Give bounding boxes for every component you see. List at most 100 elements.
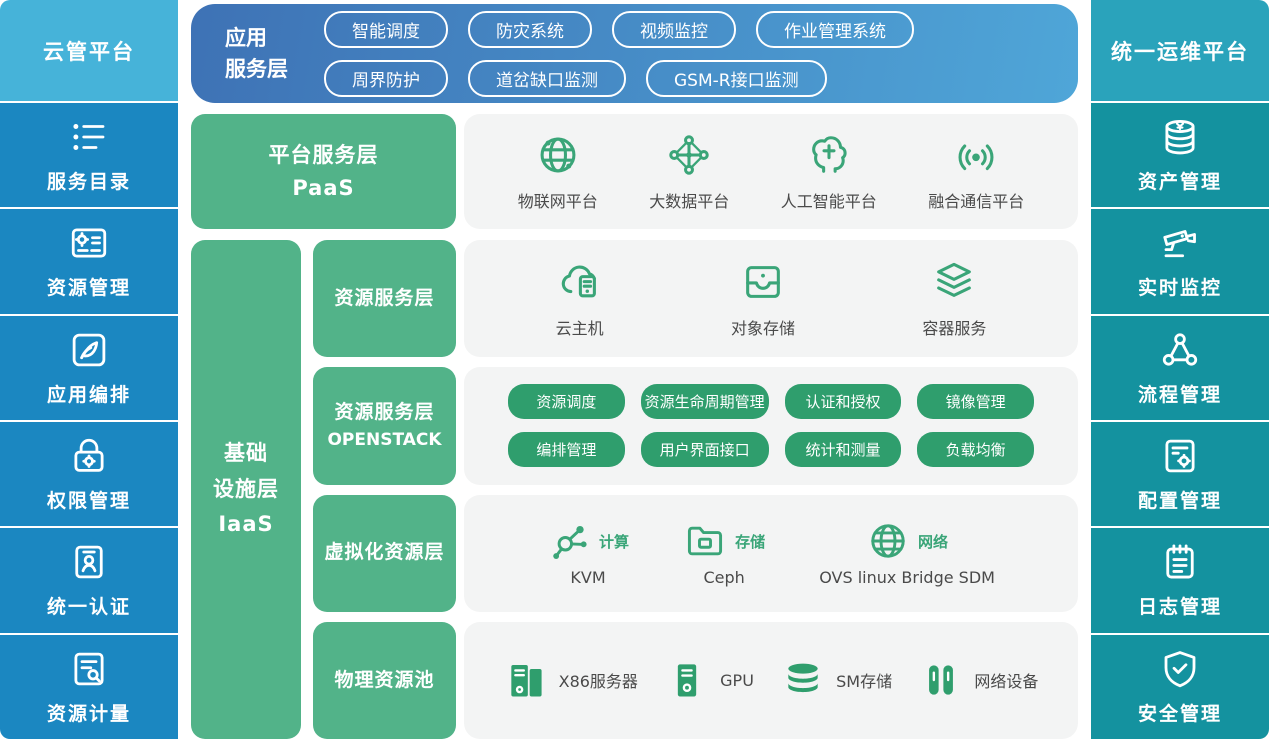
application-service-layer: 应用 服务层 智能调度 防灾系统 视频监控 作业管理系统 周界防护 道岔缺口监测… — [191, 4, 1078, 103]
paas-item-ai: 人工智能平台 — [781, 132, 877, 212]
middle-stack: 应用 服务层 智能调度 防灾系统 视频监控 作业管理系统 周界防护 道岔缺口监测… — [191, 0, 1078, 739]
resource-service-label: 资源服务层 — [313, 240, 456, 358]
sidebar-item-label: 资源管理 — [46, 277, 131, 300]
ai-brain-icon — [811, 135, 847, 173]
resource-service-panel: 云主机 对象存储 容器服务 — [464, 240, 1078, 358]
virt-item-tag: 存储 — [735, 532, 766, 551]
sidebar-item-permission-management: 权限管理 — [0, 421, 178, 527]
paas-item-label: 人工智能平台 — [780, 191, 877, 211]
sidebar-item-label: 安全管理 — [1137, 702, 1222, 725]
physical-item-label: X86服务器 — [558, 672, 638, 692]
app-pill-disaster-system: 防灾系统 — [468, 10, 592, 48]
physical-pool-row: 物理资源池 X86服务器 GPU SM存储 — [313, 621, 1078, 739]
sidebar-item-label: 配置管理 — [1137, 490, 1222, 513]
cloud-host-icon — [561, 265, 596, 297]
log-notebook-icon — [1166, 544, 1194, 579]
openstack-pill-ui: 用户界面接口 — [640, 432, 769, 468]
network-device-icon — [929, 665, 954, 696]
paas-item-bigdata: 大数据平台 — [649, 132, 729, 212]
physical-item-label: SM存储 — [836, 672, 893, 692]
resource-item-cloud-host: 云主机 — [556, 259, 604, 339]
resource-item-label: 容器服务 — [922, 318, 987, 338]
sidebar-item-label: 资产管理 — [1137, 171, 1222, 194]
paas-item-iot: 物联网平台 — [518, 132, 598, 212]
sidebar-item-app-orchestration: 应用编排 — [0, 315, 178, 420]
app-orchestration-pen-icon — [72, 333, 106, 367]
openstack-panel: 资源调度 资源生命周期管理 认证和授权 镜像管理 编排管理 用户界面接口 统计和… — [464, 367, 1078, 485]
paas-item-label: 物联网平台 — [517, 191, 598, 211]
app-pill-switch-gap-monitoring: 道岔缺口监测 — [468, 59, 626, 97]
sidebar-item-config-management: 配置管理 — [1091, 421, 1269, 527]
app-pill-intelligent-dispatch: 智能调度 — [324, 10, 448, 48]
app-pill-perimeter-protection: 周界防护 — [324, 59, 448, 97]
paas-title-line2: PaaS — [292, 175, 355, 200]
openstack-row: 资源服务层 OPENSTACK 资源调度 资源生命周期管理 认证和授权 镜像管理… — [313, 367, 1078, 485]
resource-item-label: 云主机 — [555, 318, 604, 338]
asset-database-icon — [1165, 120, 1195, 155]
iaas-title-line2: 设施层 — [213, 476, 279, 501]
openstack-pill-lifecycle: 资源生命周期管理 — [640, 384, 769, 420]
app-layer-title-line1: 应用 — [225, 26, 267, 51]
paas-panel: 物联网平台 大数据平台 人工智能平台 融合通信平台 — [464, 114, 1078, 229]
app-pill-job-management: 作业管理系统 — [756, 10, 914, 48]
physical-item-network-device: 网络设备 — [919, 658, 1038, 702]
sidebar-item-label: 权限管理 — [46, 490, 131, 513]
paas-item-label: 融合通信平台 — [928, 191, 1025, 211]
comm-radar-icon — [958, 143, 994, 170]
server-towers-icon — [510, 665, 542, 697]
paas-item-comm: 融合通信平台 — [928, 132, 1024, 212]
app-pill-rows: 智能调度 防灾系统 视频监控 作业管理系统 周界防护 道岔缺口监测 GSM-R接… — [324, 10, 914, 97]
physical-item-gpu: GPU — [665, 658, 754, 702]
resource-item-container: 容器服务 — [922, 259, 986, 339]
openstack-title-line1: 资源服务层 — [334, 400, 435, 423]
cloud-management-sidebar: 云管平台 服务目录 资源管理 应用编排 权限管理 统一认证 资源计量 — [0, 0, 178, 739]
sidebar-item-label: 实时监控 — [1137, 277, 1222, 300]
sidebar-item-asset-management: 资产管理 — [1091, 103, 1269, 208]
right-sidebar-title: 统一运维平台 — [1091, 0, 1269, 101]
physical-item-label: 网络设备 — [974, 672, 1039, 692]
resource-item-object-storage: 对象存储 — [731, 259, 795, 339]
sidebar-item-resource-metering: 资源计量 — [0, 634, 178, 739]
unified-ops-sidebar: 统一运维平台 资产管理 实时监控 流程管理 配置管理 日志管理 安全管理 — [1091, 0, 1269, 739]
virtualization-panel: 计算 KVM 存储 Ceph — [464, 494, 1078, 612]
cctv-camera-icon — [1163, 230, 1196, 258]
gpu-server-icon — [677, 664, 697, 697]
iaas-layer: 基础 设施层 IaaS 资源服务层 云主机 对象存储 — [191, 240, 1078, 739]
physical-pool-label: 物理资源池 — [313, 621, 456, 739]
sidebar-item-log-management: 日志管理 — [1091, 528, 1269, 633]
sidebar-item-label: 应用编排 — [46, 383, 131, 406]
app-layer-title: 应用 服务层 — [225, 23, 288, 84]
app-pill-video-monitoring: 视频监控 — [612, 10, 736, 48]
sidebar-item-unified-auth: 统一认证 — [0, 528, 178, 633]
bigdata-network-icon — [669, 134, 709, 175]
sidebar-item-label: 资源计量 — [46, 702, 131, 725]
sidebar-item-resource-management: 资源管理 — [0, 209, 178, 314]
security-shield-icon — [1164, 650, 1196, 687]
paas-title-line1: 平台服务层 — [268, 142, 379, 167]
sidebar-item-realtime-monitoring: 实时监控 — [1091, 209, 1269, 314]
iaas-title-line1: 基础 — [224, 440, 268, 465]
virt-item-storage-head: 存储 — [683, 519, 765, 563]
iaas-layer-label: 基础 设施层 IaaS — [191, 240, 301, 739]
virt-item-label: OVS linux Bridge SDM — [819, 568, 995, 588]
workflow-nodes-icon — [1162, 333, 1198, 366]
openstack-title-line2: OPENSTACK — [327, 430, 442, 451]
virt-item-network-head: 网络 — [866, 519, 948, 563]
virtualization-row: 虚拟化资源层 计算 KVM 存储 — [313, 494, 1078, 612]
virt-item-tag: 网络 — [918, 532, 949, 551]
virt-item-label: KVM — [570, 568, 606, 588]
physical-item-label: GPU — [720, 670, 754, 690]
sidebar-item-label: 流程管理 — [1137, 383, 1222, 406]
openstack-pill-orchestration: 编排管理 — [508, 432, 625, 468]
resource-manage-icon — [71, 228, 107, 259]
iot-globe-icon — [540, 137, 576, 172]
permission-lock-icon — [74, 439, 104, 472]
sidebar-item-label: 统一认证 — [46, 596, 131, 619]
virt-item-tag: 计算 — [599, 532, 630, 551]
physical-pool-panel: X86服务器 GPU SM存储 网络设备 — [464, 621, 1078, 739]
auth-idcard-icon — [75, 546, 103, 579]
metering-doc-icon — [74, 652, 104, 686]
resource-service-row: 资源服务层 云主机 对象存储 容器服务 — [313, 240, 1078, 358]
virt-item-compute-head: 计算 — [547, 519, 629, 563]
